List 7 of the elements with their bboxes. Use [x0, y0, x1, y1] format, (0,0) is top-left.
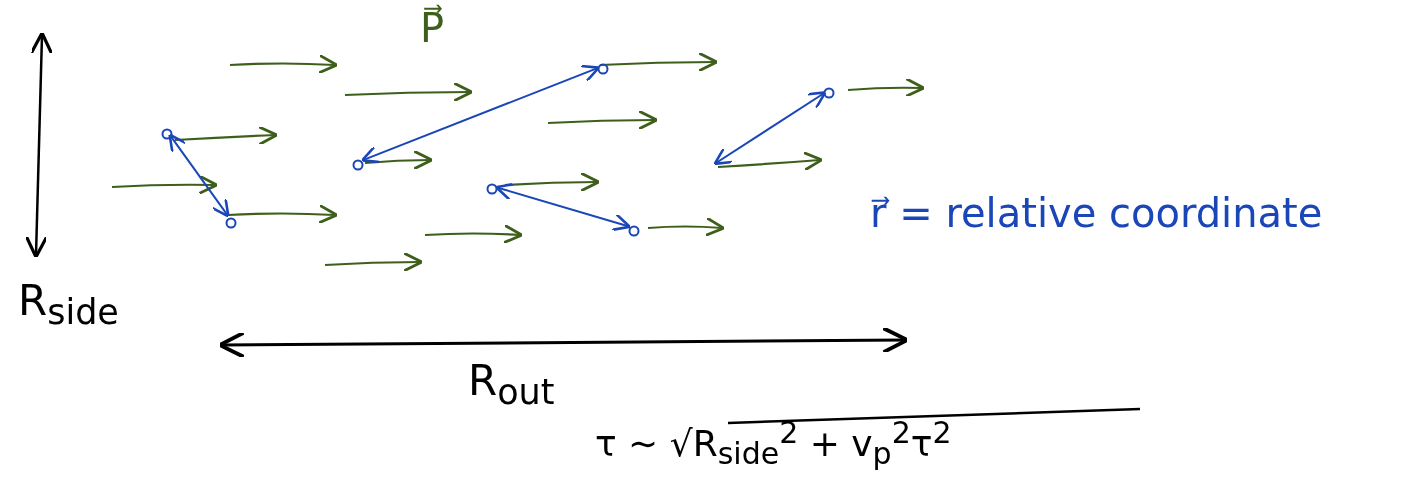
annotation-text: r⃗ = relative coordinate — [870, 190, 1324, 236]
relative-coordinate-arrow — [360, 64, 601, 164]
relative-coordinate-arrow — [713, 91, 827, 166]
relative-coordinate-arrow — [168, 133, 230, 218]
relative-coordinate-arrow — [494, 182, 632, 232]
dimension-label: R$_{out}$ — [468, 360, 555, 411]
dimension-label: R$_{side}$ — [18, 280, 119, 331]
